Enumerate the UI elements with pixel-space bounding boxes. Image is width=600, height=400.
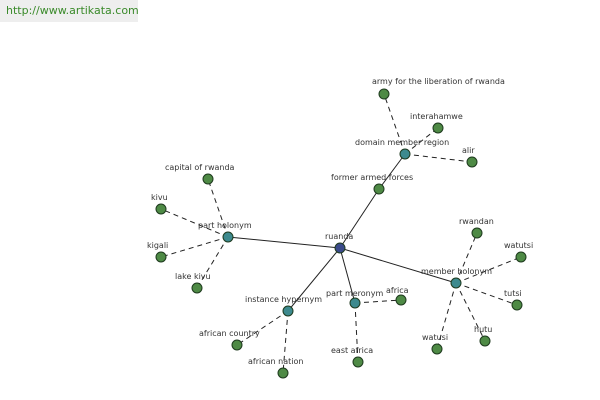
node-label-part-meronym[interactable]: part meronym — [326, 289, 383, 298]
node-interahamwe[interactable] — [432, 122, 444, 134]
node-label-hutu[interactable]: hutu — [474, 325, 492, 334]
node-ruanda[interactable] — [334, 242, 346, 254]
node-domain-member-region[interactable] — [399, 148, 411, 160]
edges-layer — [160, 93, 522, 374]
node-label-former-armed-forces[interactable]: former armed forces — [331, 173, 413, 182]
node-east-africa[interactable] — [352, 356, 364, 368]
node-label-watusi[interactable]: watusi — [422, 333, 448, 342]
edge-part-holonym-to-lake-kivu — [196, 236, 229, 289]
edge-ruanda-to-instance-hypernym — [287, 247, 341, 312]
node-africa[interactable] — [395, 294, 407, 306]
node-rwandan[interactable] — [471, 227, 483, 239]
node-label-watutsi-right[interactable]: watutsi — [504, 241, 533, 250]
node-label-ruanda[interactable]: ruanda — [325, 232, 353, 241]
node-kivu[interactable] — [155, 203, 167, 215]
edge-ruanda-to-member-holonym — [339, 247, 457, 284]
node-part-holonym[interactable] — [222, 231, 234, 243]
node-kigali[interactable] — [155, 251, 167, 263]
node-label-rwandan[interactable]: rwandan — [459, 217, 494, 226]
edge-member-holonym-to-tutsi — [455, 282, 518, 306]
node-army-liberation[interactable] — [378, 88, 390, 100]
node-lake-kivu[interactable] — [191, 282, 203, 294]
node-label-capital-of-rwanda[interactable]: capital of rwanda — [165, 163, 235, 172]
node-part-meronym[interactable] — [349, 297, 361, 309]
node-alir[interactable] — [466, 156, 478, 168]
node-label-interahamwe[interactable]: interahamwe — [410, 112, 463, 121]
node-label-east-africa[interactable]: east africa — [331, 346, 373, 355]
node-member-holonym[interactable] — [450, 277, 462, 289]
node-hutu[interactable] — [479, 335, 491, 347]
node-african-nation[interactable] — [277, 367, 289, 379]
node-tutsi[interactable] — [511, 299, 523, 311]
edge-part-holonym-to-kigali — [160, 236, 229, 258]
edge-ruanda-to-part-holonym — [227, 236, 341, 249]
node-label-part-holonym[interactable]: part holonym — [198, 221, 252, 230]
node-label-african-country[interactable]: african country — [199, 329, 260, 338]
node-label-lake-kivu[interactable]: lake kivu — [175, 272, 211, 281]
edge-former-armed-forces-to-domain-member-region — [378, 153, 406, 190]
edge-ruanda-to-part-meronym — [339, 247, 356, 304]
node-label-african-nation[interactable]: african nation — [248, 357, 303, 366]
edge-part-holonym-to-kivu — [160, 208, 229, 238]
node-african-country[interactable] — [231, 339, 243, 351]
node-former-armed-forces[interactable] — [373, 183, 385, 195]
labels-layer: ruanda former armed forces domain member r… — [147, 77, 533, 366]
edge-domain-member-region-to-interahamwe — [404, 127, 439, 155]
node-watutsi-right[interactable] — [515, 251, 527, 263]
edge-part-meronym-to-east-africa — [354, 302, 359, 363]
node-label-instance-hypernym[interactable]: instance hypernym — [245, 295, 322, 304]
edge-part-meronym-to-africa — [354, 299, 402, 304]
node-label-tutsi[interactable]: tutsi — [504, 289, 522, 298]
node-watusi[interactable] — [431, 343, 443, 355]
node-label-domain-member-region[interactable]: domain member region — [355, 138, 449, 147]
edge-member-holonym-to-watusi — [436, 282, 457, 350]
edge-ruanda-to-former-armed-forces — [339, 188, 380, 249]
edge-member-holonym-to-hutu — [455, 282, 486, 342]
edge-instance-hypernym-to-african-nation — [282, 310, 289, 374]
node-label-kigali[interactable]: kigali — [147, 241, 168, 250]
node-capital-of-rwanda[interactable] — [202, 173, 214, 185]
node-instance-hypernym[interactable] — [282, 305, 294, 317]
node-label-africa[interactable]: africa — [386, 286, 409, 295]
node-label-kivu[interactable]: kivu — [151, 193, 168, 202]
node-label-alir[interactable]: alir — [462, 146, 475, 155]
source-url-link[interactable]: http://www.artikata.com — [0, 0, 139, 22]
edge-member-holonym-to-watutsi-right — [455, 256, 522, 284]
node-label-army-liberation[interactable]: army for the liberation of rwanda — [372, 77, 505, 86]
edge-domain-member-region-to-army-liberation — [383, 93, 406, 155]
edge-instance-hypernym-to-african-country — [236, 310, 289, 346]
edge-part-holonym-to-capital-of-rwanda — [207, 178, 229, 238]
edge-domain-member-region-to-alir — [404, 153, 473, 163]
edge-member-holonym-to-rwandan — [455, 232, 478, 284]
nodes-layer — [155, 88, 527, 379]
node-label-member-holonym[interactable]: member holonym — [421, 267, 492, 276]
